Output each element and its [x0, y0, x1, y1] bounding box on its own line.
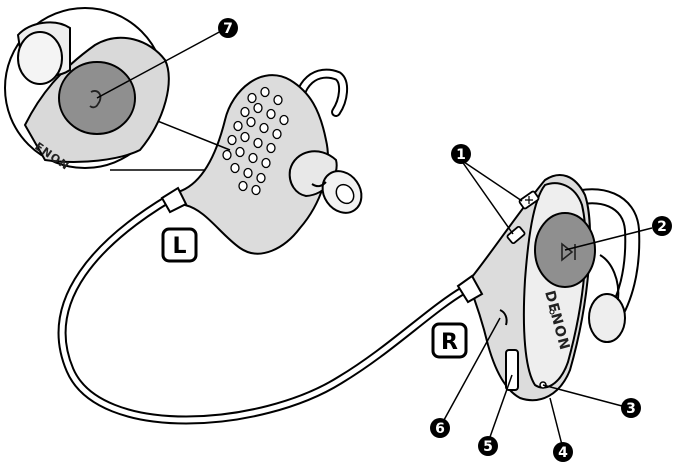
ear-icon [89, 90, 102, 109]
callout-2: 2 [652, 216, 672, 236]
right-side-label: R [431, 322, 468, 359]
svg-text:5: 5 [483, 439, 493, 455]
usb-port-cover [505, 349, 519, 391]
plus-minus-icon [525, 196, 533, 204]
callout-3: 3 [621, 398, 641, 418]
svg-text:3: 3 [626, 401, 636, 417]
callout-1: 1 [451, 144, 471, 164]
detail-inset: ENON [4, 7, 231, 173]
left-earpiece [160, 68, 363, 255]
volume-buttons [506, 190, 540, 245]
svg-text:2: 2 [657, 219, 667, 235]
svg-text:4: 4 [558, 445, 568, 461]
callout-7: 7 [218, 18, 238, 38]
svg-text:7: 7 [223, 21, 233, 37]
callout-5: 5 [478, 436, 498, 456]
left-side-letter: L [172, 234, 186, 259]
leader-lines [443, 159, 653, 446]
callout-6: 6 [430, 418, 450, 438]
cable [57, 193, 469, 425]
left-side-label: L [161, 227, 198, 263]
speaker-grille [222, 86, 289, 196]
right-earpiece: DENON [456, 174, 641, 402]
play-pause-icon [561, 242, 576, 262]
svg-text:1: 1 [456, 147, 466, 163]
microphone-hole [549, 309, 555, 315]
right-side-letter: R [441, 330, 458, 355]
callout-4: 4 [553, 442, 573, 462]
svg-text:6: 6 [435, 421, 445, 437]
left-ear-tip [288, 150, 363, 214]
